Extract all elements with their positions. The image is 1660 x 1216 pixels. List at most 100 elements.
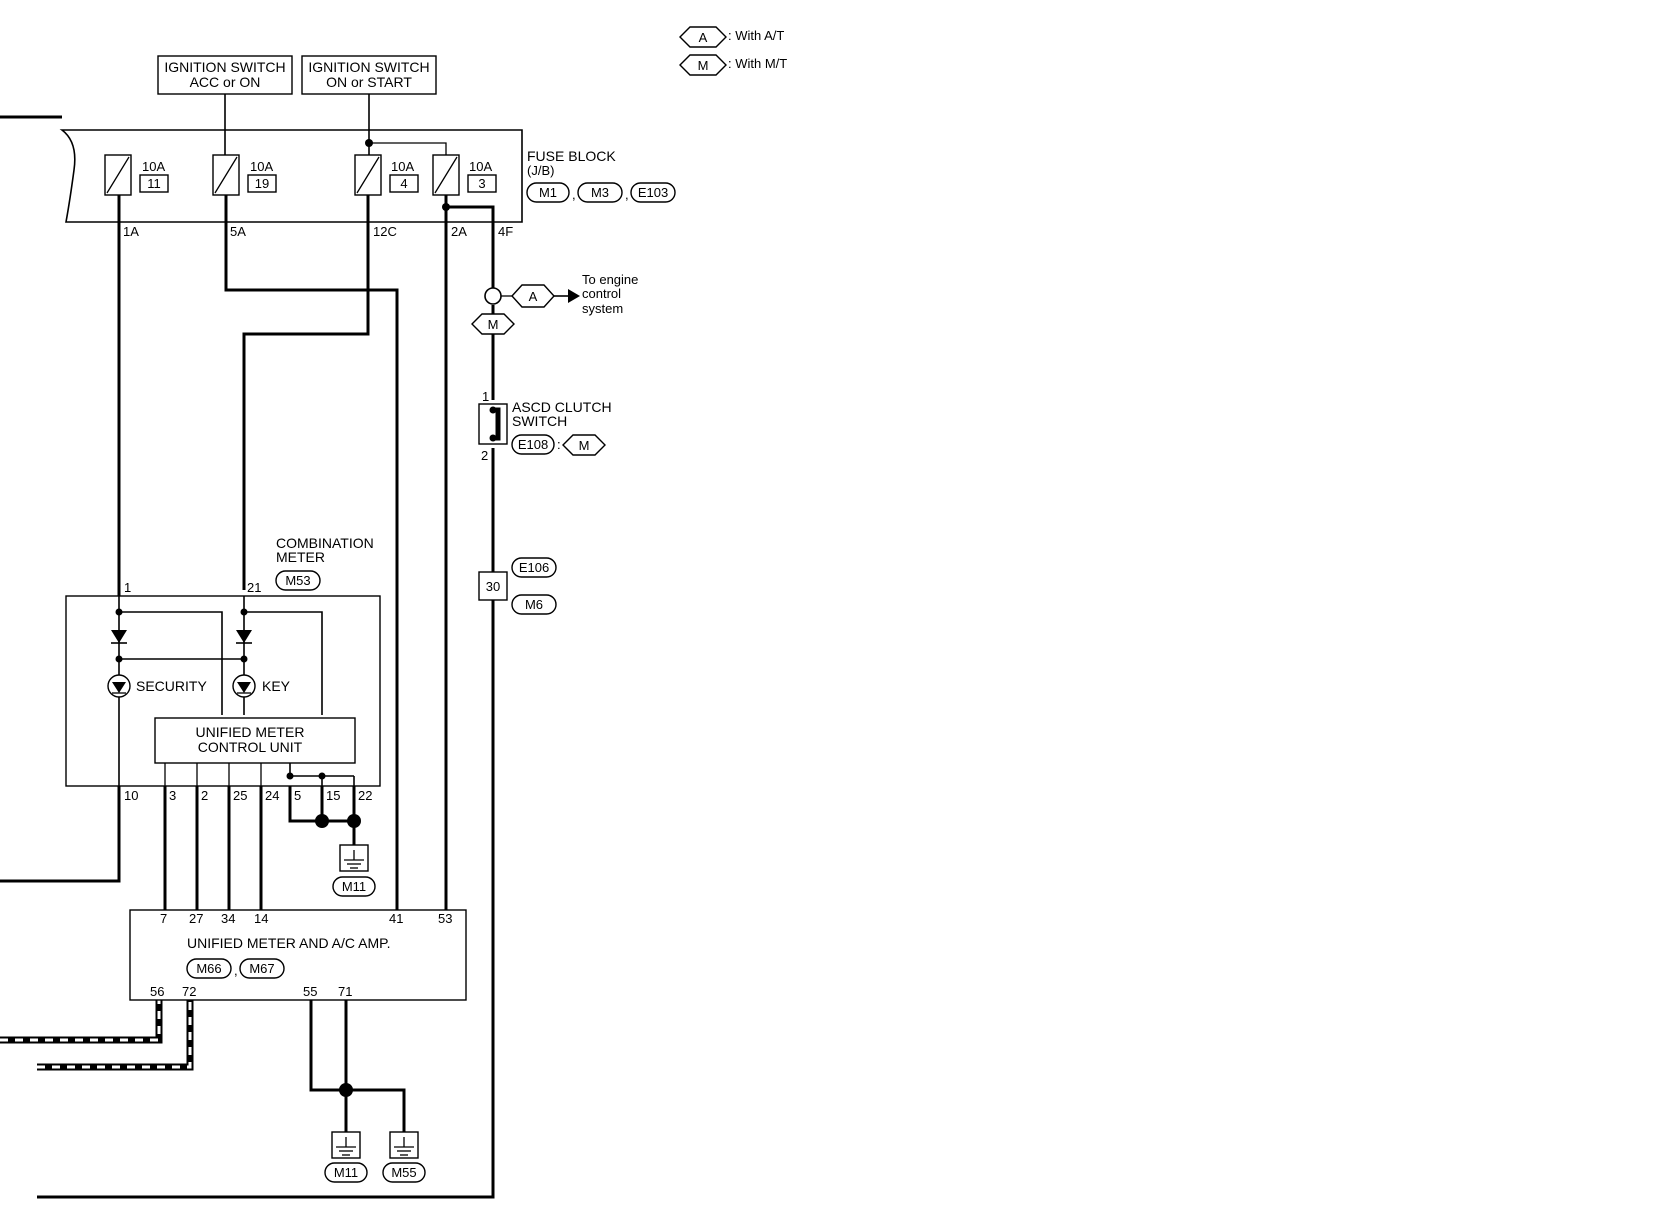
- amp-pin-71: 71: [338, 984, 352, 999]
- wires: [0, 115, 495, 1199]
- fuse-block-subtitle: (J/B): [527, 163, 554, 178]
- amp-pin-72: 72: [182, 984, 196, 999]
- amp-pin-14: 14: [254, 911, 268, 926]
- fuse-11-number: 11: [147, 176, 161, 191]
- ascd-variant-m: [562, 434, 606, 456]
- terminal-1a: 1A: [123, 224, 139, 239]
- svg-text:,: ,: [625, 187, 629, 202]
- meter-pin-1: 1: [124, 580, 131, 595]
- joint-connector-bottom: M6: [525, 597, 543, 612]
- branch-variant-m: [471, 313, 515, 335]
- fuse-19-number: 19: [255, 176, 269, 191]
- branch-splice: [484, 287, 502, 305]
- branch-arrow: [568, 289, 580, 303]
- ascd-pin-1: 1: [482, 389, 489, 404]
- security-diode: [111, 630, 127, 643]
- fuse-block-connector-m3: M3: [591, 185, 609, 200]
- legend-mt-code: M: [698, 58, 709, 73]
- terminal-12c: 12C: [373, 224, 397, 239]
- security-label: SECURITY: [136, 678, 207, 694]
- branch-label-2: control: [582, 286, 621, 301]
- meter-pin-25: 25: [233, 788, 247, 803]
- ground-symbol: [331, 1131, 361, 1159]
- fuse-block-connector-e103: E103: [638, 185, 668, 200]
- amp-ground-m11: M11: [334, 1165, 358, 1180]
- engine-branch: A To engine control system M: [471, 272, 638, 335]
- terminal-2a: 2A: [451, 224, 467, 239]
- amp-pin-53: 53: [438, 911, 452, 926]
- joint-connector: 30 E106 M6: [478, 557, 557, 615]
- key-label: KEY: [262, 678, 291, 694]
- legend-mt-symbol: [679, 54, 727, 76]
- ascd-clutch-switch: 1 2 ASCD CLUTCH SWITCH E108 : M: [478, 389, 612, 463]
- amp-connector-m66: M66: [196, 961, 221, 976]
- branch-variant-m-code: M: [488, 317, 499, 332]
- ground-symbol: [339, 844, 369, 872]
- legend-at-text: : With A/T: [728, 28, 784, 43]
- source-start-line1: IGNITION SWITCH: [308, 59, 429, 75]
- fuse-4-number: 4: [400, 176, 407, 191]
- amp-pin-7: 7: [160, 911, 167, 926]
- unified-meter-ac-amp: 7 27 34 14 41 53 UNIFIED METER AND A/C A…: [129, 909, 467, 1183]
- branch-label-1: To engine: [582, 272, 638, 287]
- svg-text:,: ,: [572, 187, 576, 202]
- fuse-3-rating: 10A: [469, 159, 492, 174]
- legend: A : With A/T M : With M/T: [679, 26, 787, 76]
- fuse-4-rating: 10A: [391, 159, 414, 174]
- source-acc-line2: ACC or ON: [190, 74, 261, 90]
- ascd-title-1: ASCD CLUTCH: [512, 399, 612, 415]
- legend-mt-text: : With M/T: [728, 56, 787, 71]
- fuse-block-outline: [59, 129, 523, 223]
- terminal-4f: 4F: [498, 224, 513, 239]
- combination-meter-connector: M53: [285, 573, 310, 588]
- svg-text::: :: [557, 437, 561, 452]
- control-unit-line2: CONTROL UNIT: [198, 739, 303, 755]
- fuse-block-connector-m1: M1: [539, 185, 557, 200]
- fuse-block: 10A 11 10A 19 10A 4 10A 3 1A 5A 12C 2A 4…: [59, 94, 676, 239]
- amp-pin-27: 27: [189, 911, 203, 926]
- fuse-11-rating: 10A: [142, 159, 165, 174]
- meter-pin-15: 15: [326, 788, 340, 803]
- fuse-block-title: FUSE BLOCK: [527, 148, 616, 164]
- ascd-title-2: SWITCH: [512, 413, 567, 429]
- amp-ground-m55: M55: [391, 1165, 416, 1180]
- source-start-line2: ON or START: [326, 74, 412, 90]
- ground-symbol: [389, 1131, 419, 1159]
- amp-box: [129, 909, 467, 1001]
- meter-pin-5: 5: [294, 788, 301, 803]
- amp-pin-41: 41: [389, 911, 403, 926]
- joint-pin: 30: [486, 579, 500, 594]
- key-diode: [236, 630, 252, 643]
- legend-at-code: A: [699, 30, 708, 45]
- ignition-switch-on-start: IGNITION SWITCH ON or START: [301, 55, 437, 95]
- meter-pin-21: 21: [247, 580, 261, 595]
- ascd-pin-2: 2: [481, 448, 488, 463]
- svg-text:,: ,: [234, 963, 238, 978]
- ascd-connector: E108: [518, 437, 548, 452]
- joint-connector-top: E106: [519, 560, 549, 575]
- legend-at-symbol: [679, 26, 727, 48]
- amp-pin-34: 34: [221, 911, 235, 926]
- amp-connector-m67: M67: [249, 961, 274, 976]
- amp-pin-55: 55: [303, 984, 317, 999]
- meter-ground-connector: M11: [342, 879, 366, 894]
- branch-variant-a-code: A: [529, 289, 538, 304]
- source-acc-line1: IGNITION SWITCH: [164, 59, 285, 75]
- ascd-variant-code: M: [579, 438, 590, 453]
- meter-pin-2: 2: [201, 788, 208, 803]
- branch-label-3: system: [582, 301, 623, 316]
- meter-pin-3: 3: [169, 788, 176, 803]
- combination-meter: COMBINATION METER M53 1 21 SECURITY KEY …: [65, 535, 381, 897]
- amp-pin-56: 56: [150, 984, 164, 999]
- ignition-switch-acc-on: IGNITION SWITCH ACC or ON: [157, 55, 293, 95]
- meter-pin-22: 22: [358, 788, 372, 803]
- fuse-3-number: 3: [478, 176, 485, 191]
- meter-pin-24: 24: [265, 788, 279, 803]
- fuse-19-rating: 10A: [250, 159, 273, 174]
- control-unit-line1: UNIFIED METER: [196, 724, 305, 740]
- terminal-5a: 5A: [230, 224, 246, 239]
- combination-meter-title-2: METER: [276, 549, 325, 565]
- amp-title: UNIFIED METER AND A/C AMP.: [187, 935, 391, 951]
- combination-meter-title-1: COMBINATION: [276, 535, 374, 551]
